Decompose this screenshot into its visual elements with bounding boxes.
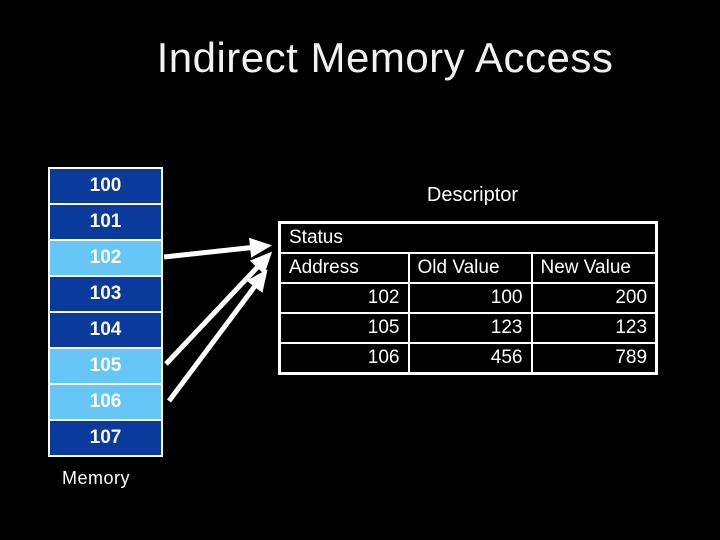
arrow-from-106	[166, 269, 268, 403]
memory-cell-label: 101	[89, 211, 122, 232]
memory-cell-101: 101	[50, 205, 161, 241]
cell-new-value: 789	[530, 342, 658, 375]
arrow-from-105	[164, 251, 273, 366]
cell-new-value: 123	[530, 312, 658, 344]
col-header-old-value: Old Value	[407, 252, 533, 284]
cell-address: 102	[278, 282, 410, 314]
memory-cell-102: 102	[50, 241, 161, 277]
cell-address: 105	[278, 312, 410, 344]
table-row: 102 100 200	[278, 282, 658, 314]
cell-old-value: 456	[407, 342, 533, 375]
memory-cell-103: 103	[50, 277, 161, 313]
arrow-from-102	[163, 237, 272, 260]
memory-cell-100: 100	[50, 169, 161, 205]
descriptor-table: Status Address Old Value New Value 102 1…	[278, 221, 659, 375]
memory-cell-label: 100	[89, 175, 122, 196]
header-row: Address Old Value New Value	[278, 252, 658, 284]
status-header: Status	[278, 221, 658, 254]
memory-cell-label: 102	[89, 247, 122, 268]
table-row: 105 123 123	[278, 312, 658, 344]
memory-cell-105: 105	[50, 349, 161, 385]
memory-column: 100 101 102 103 104 105 106 107	[48, 167, 163, 457]
cell-old-value: 123	[407, 312, 533, 344]
table-row: 106 456 789	[278, 342, 658, 375]
col-header-new-value: New Value	[530, 252, 658, 284]
memory-label: Memory	[62, 468, 131, 488]
memory-cell-label: 104	[89, 319, 122, 340]
memory-cell-106: 106	[50, 385, 161, 421]
memory-cell-label: 106	[89, 391, 122, 412]
memory-cell-107: 107	[50, 421, 161, 455]
memory-cell-104: 104	[50, 313, 161, 349]
memory-cell-label: 103	[89, 283, 122, 304]
page-title: Indirect Memory Access	[156, 34, 614, 81]
cell-address: 106	[278, 342, 410, 375]
memory-cell-label: 107	[89, 427, 122, 448]
cell-new-value: 200	[530, 282, 658, 314]
cell-old-value: 100	[407, 282, 533, 314]
memory-cell-label: 105	[89, 355, 122, 376]
descriptor-label: Descriptor	[426, 184, 519, 206]
col-header-address: Address	[278, 252, 410, 284]
status-row: Status	[278, 221, 658, 254]
